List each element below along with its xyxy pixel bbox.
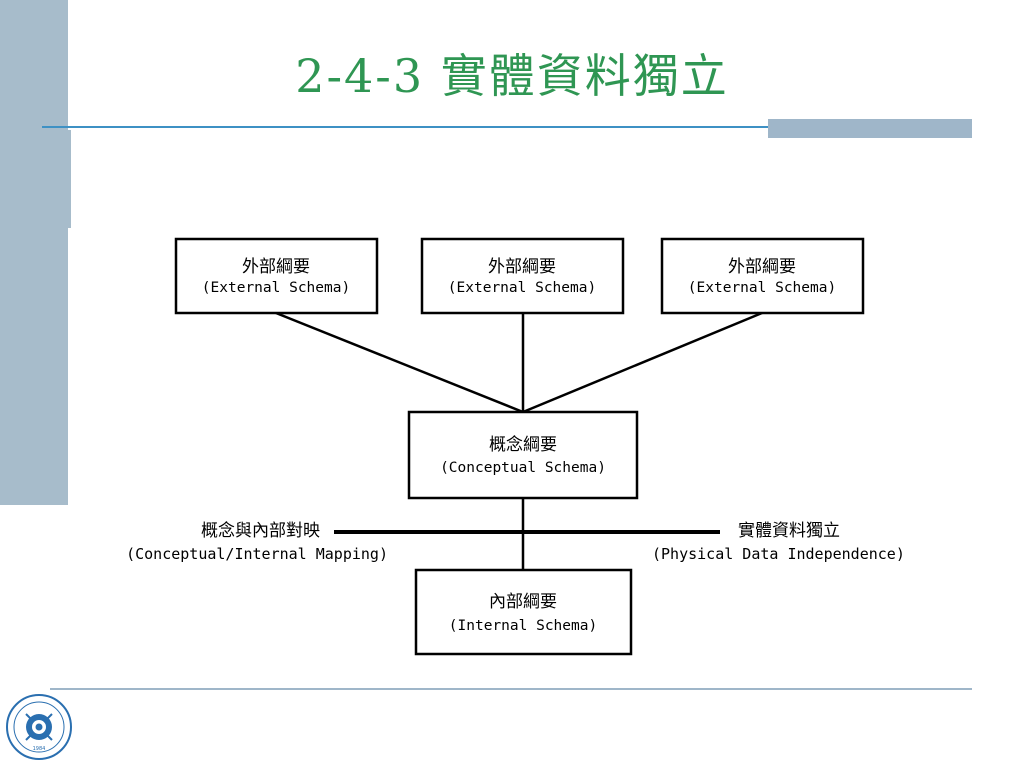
university-seal-icon: 1984: [6, 694, 72, 760]
side-accent-bar: [0, 0, 68, 505]
side-accent-bar-edge: [68, 130, 71, 228]
footer-rule: [50, 688, 972, 690]
external-schema-box-3: 外部綱要 (External Schema): [660, 237, 865, 315]
connector-external-1: [275, 311, 524, 414]
conceptual-schema-zh: 概念綱要: [489, 434, 557, 455]
external-schema-2-en: (External Schema): [448, 280, 596, 296]
mapping-label-en: (Conceptual/Internal Mapping): [126, 545, 388, 563]
internal-schema-en: (Internal Schema): [449, 618, 597, 634]
title-underline: [42, 126, 972, 128]
conceptual-schema-box: 概念綱要 (Conceptual Schema): [407, 410, 639, 500]
internal-schema-box: 內部綱要 (Internal Schema): [414, 568, 633, 656]
independence-label-zh: 實體資料獨立: [738, 521, 840, 541]
title-underline-block: [768, 119, 972, 138]
external-schema-3-zh: 外部綱要: [728, 257, 796, 277]
internal-schema-zh: 內部綱要: [489, 592, 557, 612]
slide-title: 2-4-3 實體資料獨立: [295, 49, 729, 103]
logo-year: 1984: [33, 746, 46, 752]
external-schema-box-1: 外部綱要 (External Schema): [174, 237, 379, 315]
connector-external-3: [522, 311, 763, 414]
external-schema-1-en: (External Schema): [202, 280, 350, 296]
external-schema-3-en: (External Schema): [688, 280, 836, 296]
independence-label-en: (Physical Data Independence): [652, 545, 905, 563]
mapping-label-zh: 概念與內部對映: [201, 520, 320, 541]
conceptual-schema-en: (Conceptual Schema): [440, 460, 606, 476]
external-schema-box-2: 外部綱要 (External Schema): [420, 237, 625, 315]
external-schema-1-zh: 外部綱要: [242, 257, 310, 277]
external-schema-2-zh: 外部綱要: [488, 257, 556, 277]
